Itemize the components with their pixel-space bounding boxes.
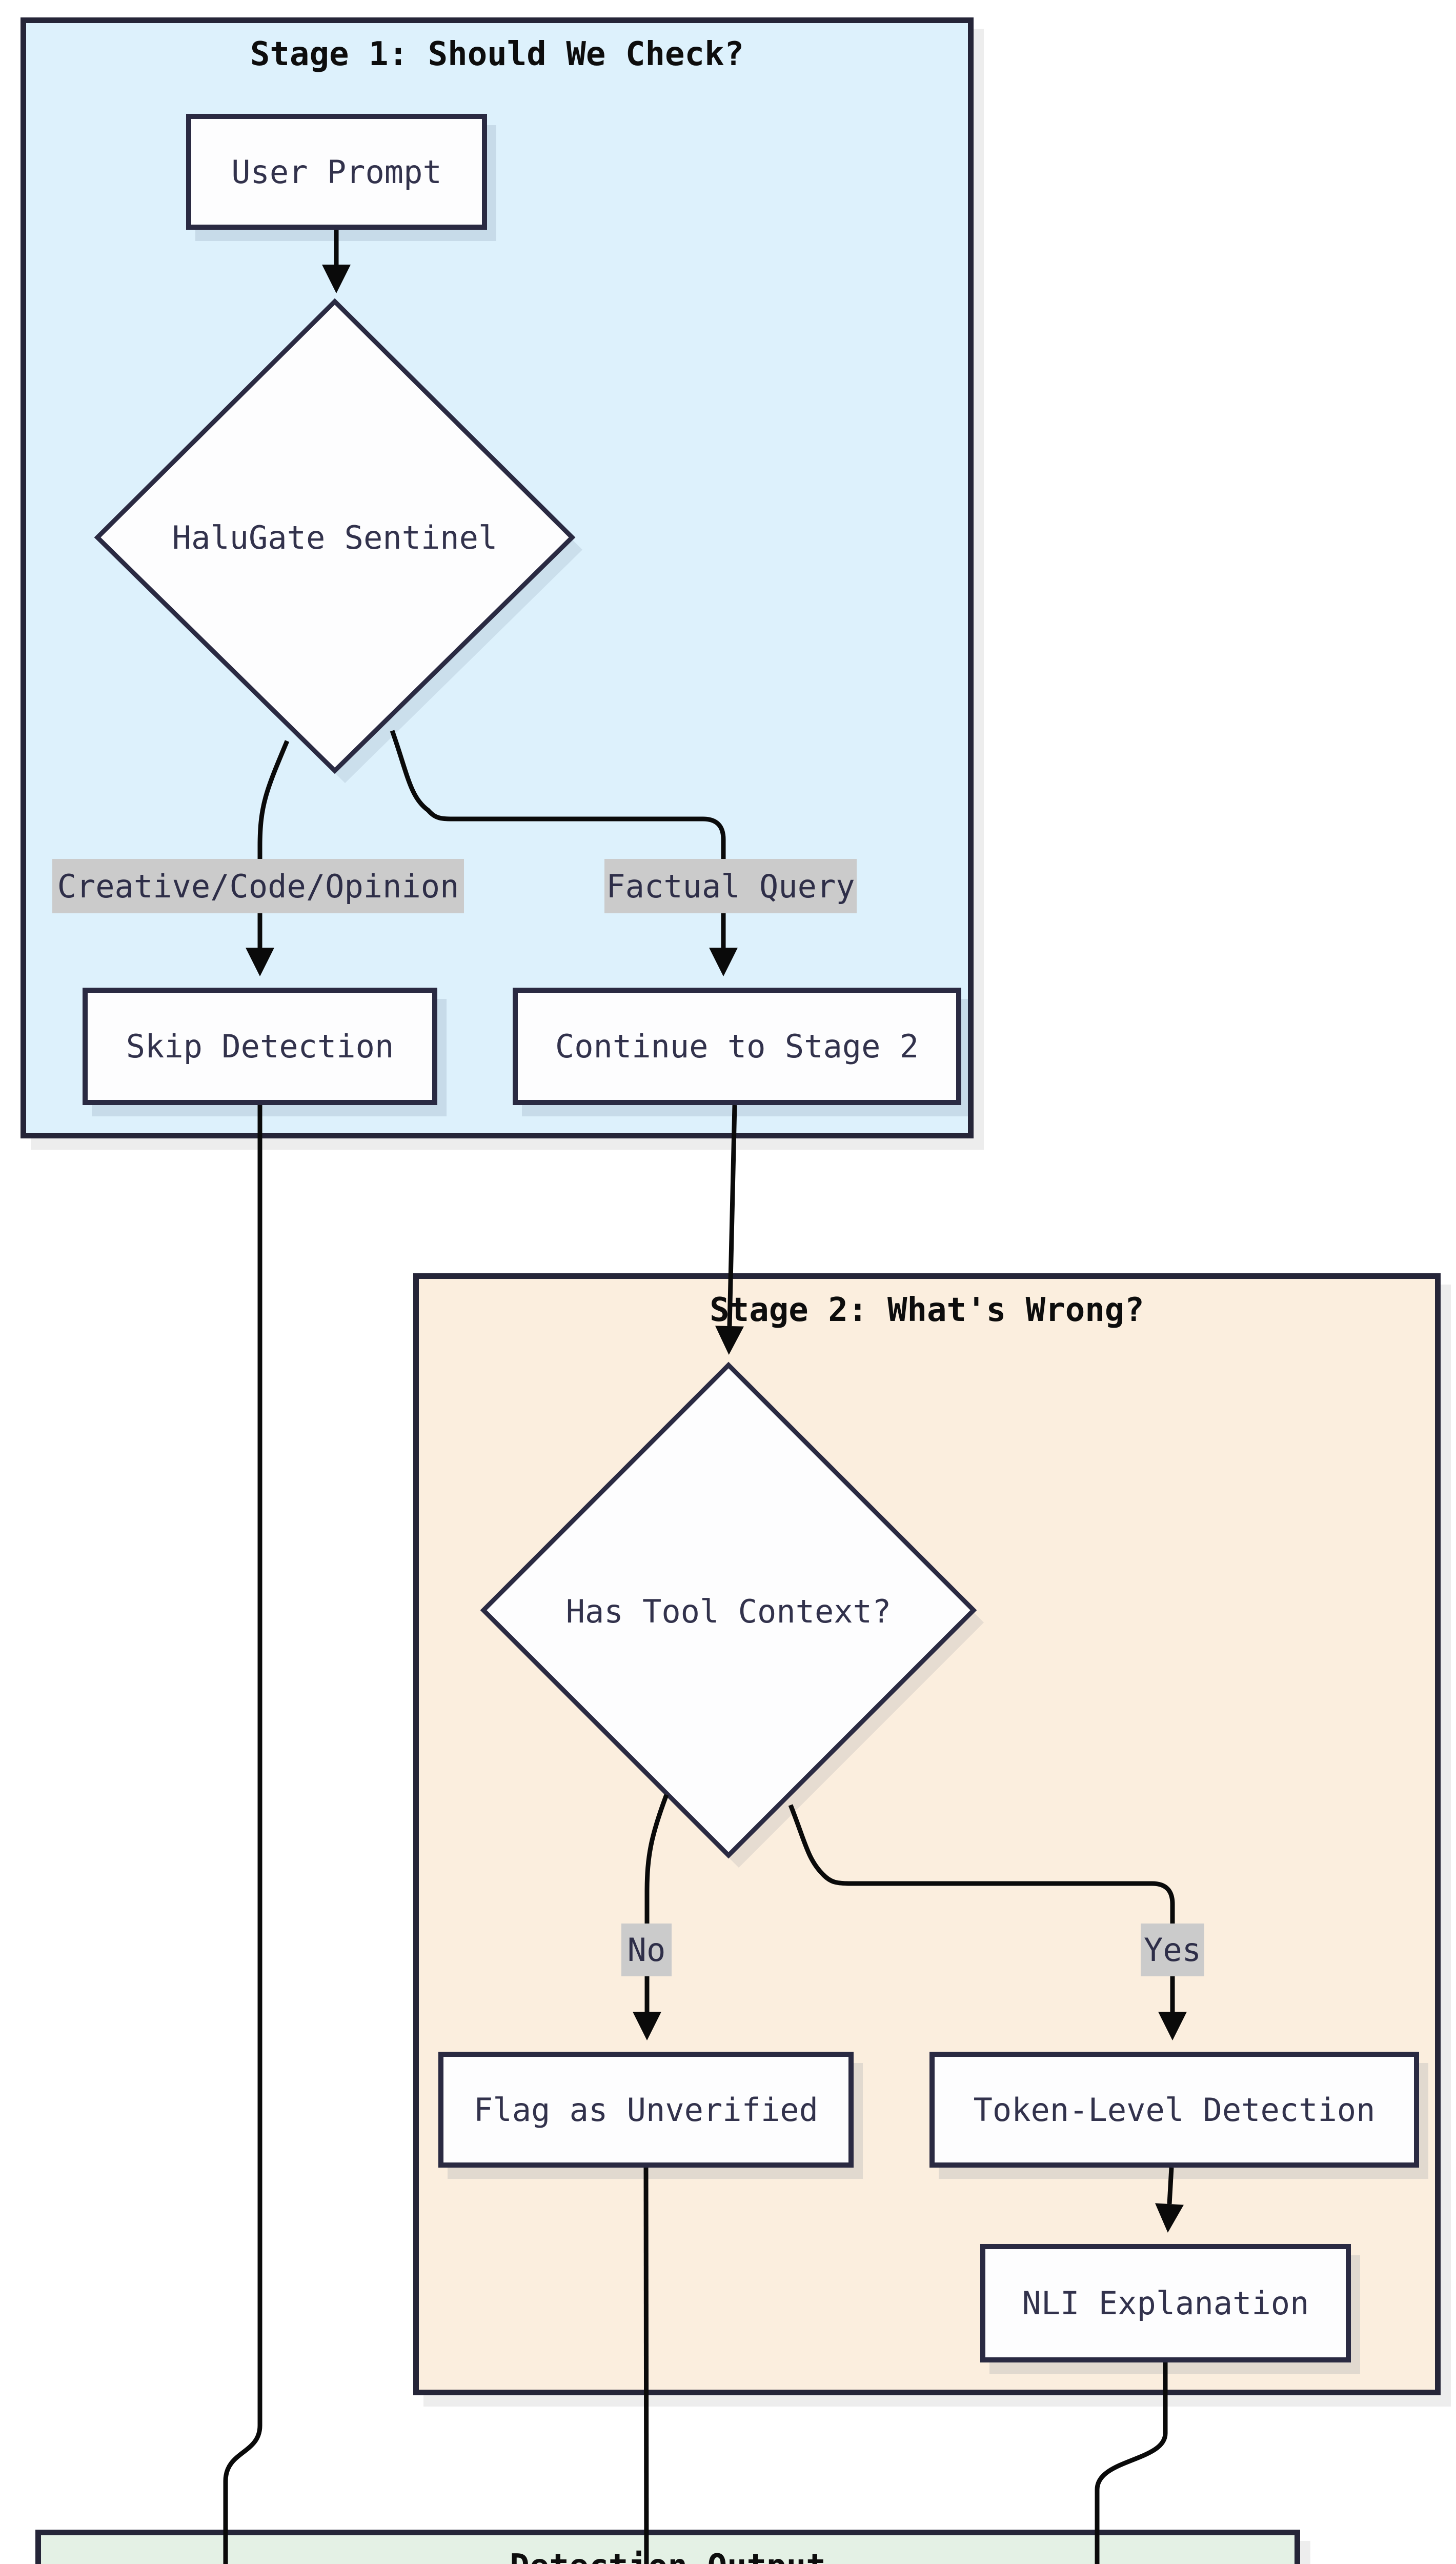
edge-sentinel-to-skip [246,740,290,976]
node-continue-to-stage2: Continue to Stage 2 [513,988,961,1105]
node-token-level-detection: Token-Level Detection [929,2052,1419,2168]
cluster-stage2-title: Stage 2: What's Wrong? [710,1291,1144,1329]
edge-context-to-flag [633,1794,669,2040]
cluster-detection-output-title: Detection Output [41,2548,1295,2564]
edge-nli-to-detailed [1095,2362,1168,2564]
edge-label-factual-query: Factual Query [604,859,857,913]
node-nli-explanation: NLI Explanation [980,2244,1351,2362]
edge-context-to-token [788,1804,1187,2040]
edge-label-creative-code-opinion: Creative/Code/Opinion [52,859,464,913]
diamond-halugate-sentinel [94,298,582,783]
node-halugate-sentinel-label: HaluGate Sentinel [172,518,498,556]
cluster-stage1-title: Stage 1: Should We Check? [250,35,744,73]
node-flag-as-unverified: Flag as Unverified [438,2052,854,2168]
edge-label-no: No [621,1924,672,1976]
edge-token-to-nli [1155,2167,1184,2233]
edge-continue-to-context [715,1105,744,1355]
cluster-stage2: Stage 2: What's Wrong? [413,1273,1441,2395]
diamond-has-tool-context [480,1361,984,1868]
cluster-detection-output: Detection Output [35,2530,1300,2564]
node-has-tool-context-label: Has Tool Context? [565,1592,892,1630]
node-user-prompt: User Prompt [186,114,487,230]
edge-label-yes: Yes [1141,1924,1204,1976]
node-skip-detection: Skip Detection [83,988,437,1105]
edge-sentinel-to-continue [390,730,738,976]
edge-skip-to-pass [223,1105,262,2564]
